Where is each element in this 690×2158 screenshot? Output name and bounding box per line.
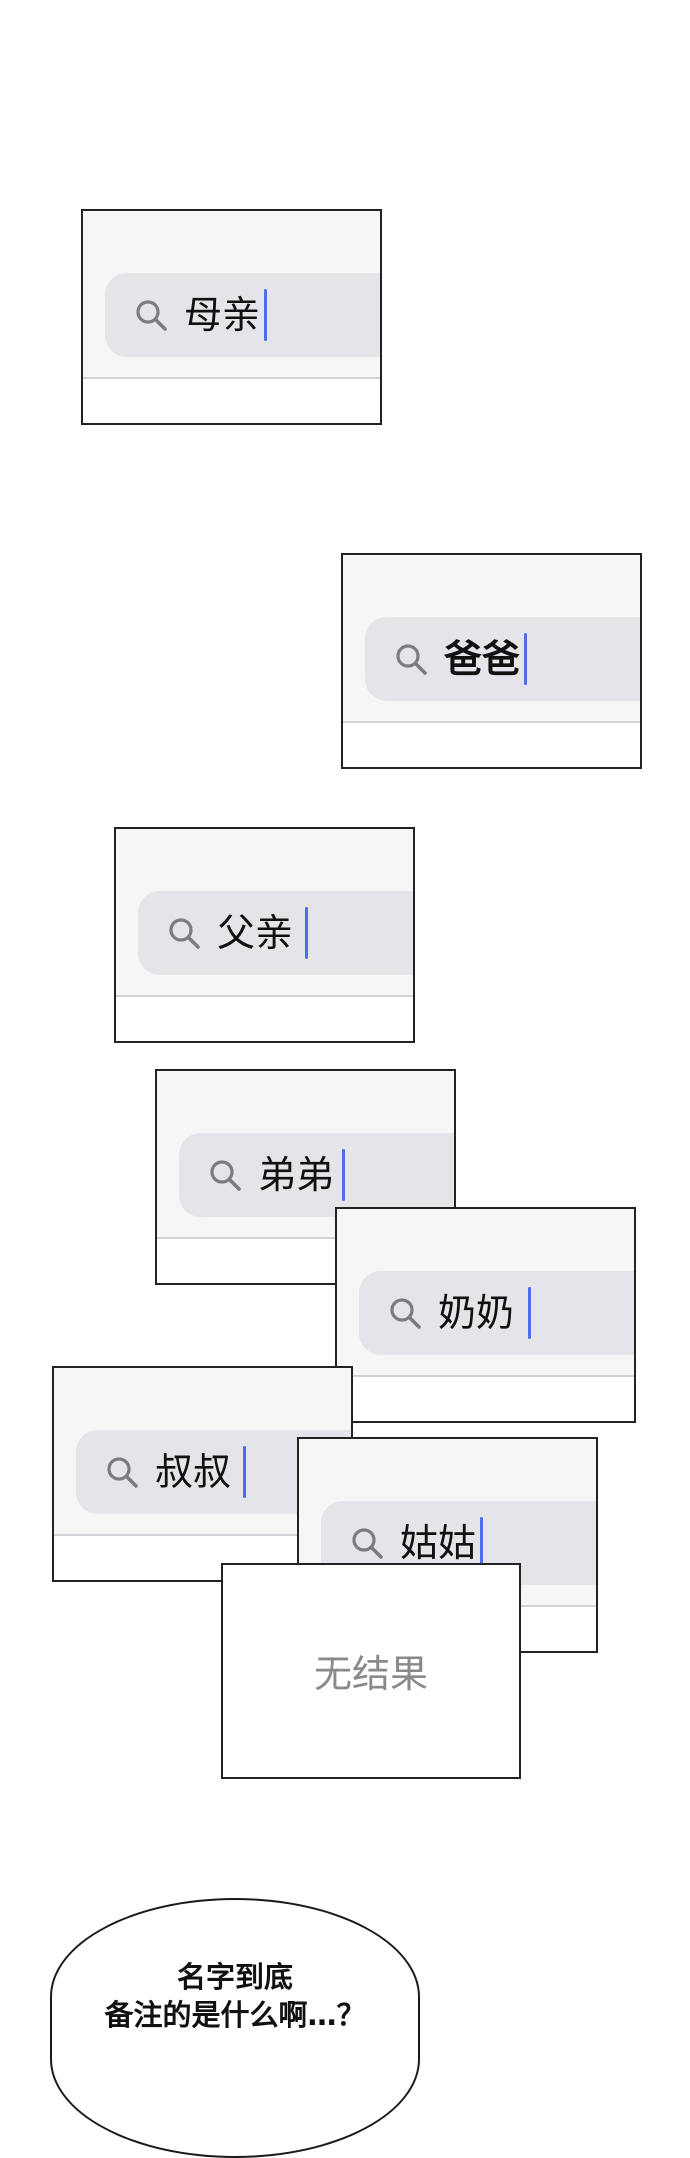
search-input[interactable]: 奶奶 xyxy=(359,1271,634,1355)
search-query-text: 母亲 xyxy=(184,293,261,337)
no-results-text: 无结果 xyxy=(313,1652,428,1696)
search-input[interactable]: 爸爸 xyxy=(365,617,640,701)
search-icon xyxy=(352,1528,383,1559)
search-panel-1: 母亲 xyxy=(81,209,382,425)
speech-line-2: 备注的是什么啊…？ xyxy=(104,1998,366,2032)
search-icon xyxy=(107,1457,138,1488)
search-query-text: 父亲 xyxy=(217,911,294,955)
search-icon xyxy=(136,300,167,331)
text-cursor xyxy=(243,1446,247,1498)
text-cursor xyxy=(264,289,268,341)
search-query-text: 姑姑 xyxy=(400,1521,477,1565)
divider xyxy=(157,1237,454,1239)
text-cursor xyxy=(305,907,309,959)
no-results-panel: 无结果 xyxy=(221,1563,521,1779)
divider xyxy=(116,995,413,997)
search-bar-area: 母亲 xyxy=(83,211,380,377)
search-query-text: 弟弟 xyxy=(258,1153,335,1197)
search-panel-5: 奶奶 xyxy=(335,1207,636,1423)
search-query-text: 爸爸 xyxy=(444,636,521,681)
search-icon xyxy=(169,918,200,949)
search-bar-area: 奶奶 xyxy=(337,1209,634,1375)
search-icon xyxy=(390,1298,421,1329)
search-icon xyxy=(396,644,427,675)
text-cursor xyxy=(528,1287,532,1339)
search-panel-3: 父亲 xyxy=(114,827,415,1043)
search-bar-area: 父亲 xyxy=(116,829,413,995)
divider xyxy=(337,1375,634,1377)
search-panel-2: 爸爸 xyxy=(341,553,642,769)
search-query-text: 叔叔 xyxy=(155,1450,232,1494)
text-cursor xyxy=(342,1149,346,1201)
speech-line-1: 名字到底 xyxy=(176,1960,293,1994)
search-query-text: 奶奶 xyxy=(438,1291,515,1335)
divider xyxy=(54,1534,351,1536)
speech-bubble: 名字到底 备注的是什么啊…？ xyxy=(50,1898,420,2158)
text-cursor xyxy=(480,1517,484,1569)
search-input[interactable]: 母亲 xyxy=(105,273,380,357)
search-bar-area: 爸爸 xyxy=(343,555,640,721)
search-input[interactable]: 弟弟 xyxy=(179,1133,454,1217)
search-icon xyxy=(210,1160,241,1191)
divider xyxy=(83,377,380,379)
search-input[interactable]: 父亲 xyxy=(138,891,413,975)
text-cursor xyxy=(524,633,528,685)
divider xyxy=(343,721,640,723)
